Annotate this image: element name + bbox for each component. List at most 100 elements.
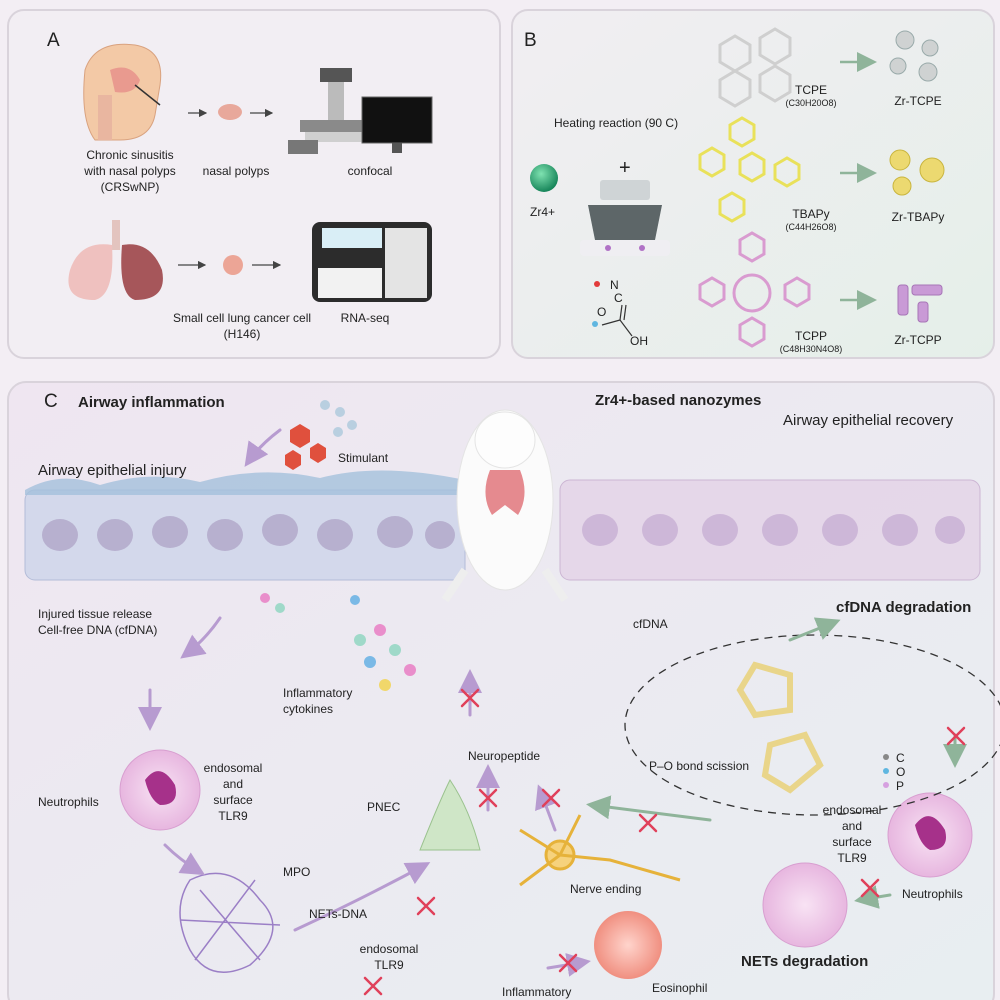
eosinophil-cell (594, 911, 662, 979)
tcpe-label: TCPE (794, 83, 828, 97)
tcpp-label: TCPP (794, 329, 828, 343)
arrow-nets-to-pnec (293, 862, 431, 932)
reactor-icon (580, 180, 670, 256)
arrow-back-to-nerve (586, 795, 712, 822)
legend-n-label: N (610, 278, 619, 292)
legend-p-dot (883, 782, 889, 788)
nets-degradation-title: NETs degradation (741, 953, 869, 970)
arrow-nerve-up (535, 784, 558, 832)
panel-c-letter: C (44, 391, 58, 412)
tcpp-formula: (C48H30N4O8) (779, 344, 843, 354)
neutrophils-right-label: Neutrophils (902, 887, 963, 901)
neutrophil-left-nucleus (145, 771, 176, 805)
nets-web (179, 872, 281, 973)
tcpp-structure (698, 231, 811, 348)
nasal-polyp-icon (218, 104, 242, 120)
cytokine-particles (260, 593, 416, 691)
zr-label: Zr4+ (530, 205, 556, 219)
nerve-ending-label: Nerve ending (570, 882, 642, 896)
legend-p-label-c: P (896, 779, 905, 793)
panel-b-frame (511, 9, 995, 359)
cfdna-degradation-zone (624, 634, 1000, 816)
inflammatory-bottom-label: Inflammatory (502, 985, 572, 999)
tlr9-right-4: TLR9 (837, 851, 867, 865)
sclc-cell-icon (223, 255, 243, 275)
confocal-label: confocal (347, 164, 393, 178)
arrow-to-nets-degradation (854, 885, 892, 909)
zr-tcpe-particles (889, 30, 939, 82)
pnec-cell (419, 779, 481, 851)
zr-tbapy-particles (889, 149, 945, 196)
mpo-label: MPO (283, 865, 311, 879)
zr-tcpp-particles (897, 284, 943, 323)
crswnp-line3: (CRSwNP) (100, 180, 160, 194)
tlr9-right-2: and (841, 819, 863, 833)
zr-tcpp-label: Zr-TCPP (894, 333, 942, 347)
nerve-ending (519, 814, 681, 887)
neutrophil-right-nucleus (915, 816, 946, 850)
nasal-polyps-label: nasal polyps (202, 164, 270, 178)
stimulant-particles (285, 400, 357, 470)
heating-label: Heating reaction (90 C) (554, 116, 679, 130)
endosomal-tlr9-2: TLR9 (374, 958, 404, 972)
tcpe-formula: (C30H20O8) (785, 98, 837, 108)
tlr9-right-1: endosomal (822, 803, 882, 817)
legend-c-label-c: C (896, 751, 905, 765)
tbapy-structure (698, 116, 801, 223)
tlr9-right-3: surface (832, 835, 872, 849)
pointer-line (134, 84, 161, 106)
arrow-stimulant (244, 428, 282, 467)
legend-o-label-b: O (597, 305, 607, 319)
panel-b-letter: B (524, 30, 537, 51)
zr-ion-ball (530, 164, 558, 192)
stimulant-label: Stimulant (338, 451, 389, 465)
tbapy-label: TBAPy (792, 207, 830, 221)
tlr9-left-1: endosomal (203, 761, 263, 775)
head-illustration (83, 43, 162, 141)
sclc-line2: (H146) (223, 327, 261, 341)
mouse-illustration (441, 409, 569, 603)
carboxyl-sketch (601, 304, 633, 337)
nets-dna-label: NETs-DNA (309, 907, 368, 921)
legend-o-dot-c (883, 768, 889, 774)
panel-a-frame (7, 9, 501, 359)
confocal-microscope-icon (288, 68, 433, 154)
airway-inflammation-title: Airway inflammation (78, 394, 225, 411)
tlr9-left-3: surface (213, 793, 253, 807)
zr-tbapy-label: Zr-TBAPy (891, 210, 945, 224)
cytokines-line1: Inflammatory (283, 686, 353, 700)
airway-recovery-label: Airway epithelial recovery (783, 412, 954, 429)
sequencer-icon (312, 222, 432, 302)
legend-c-dot (883, 754, 889, 760)
recovered-epithelium (559, 479, 981, 581)
neuropeptide-label: Neuropeptide (468, 749, 541, 763)
po-scission-rings (736, 661, 824, 794)
endosomal-tlr9-1: endosomal (359, 942, 419, 956)
crswnp-line1: Chronic sinusitis (86, 148, 174, 162)
po-scission-label: P–O bond scission (649, 759, 750, 773)
tbapy-formula: (C44H26O8) (785, 222, 837, 232)
legend-o-dot (592, 321, 598, 327)
neutrophil-nets (762, 862, 848, 948)
injured-line2: Cell-free DNA (cfDNA) (38, 623, 158, 637)
injured-line1: Injured tissue release (38, 607, 153, 621)
airway-injury-label: Airway epithelial injury (38, 462, 187, 479)
tlr9-left-4: TLR9 (218, 809, 248, 823)
crswnp-line2: with nasal polyps (84, 164, 176, 178)
cytokines-line2: cytokines (283, 702, 334, 716)
legend-oh-label: OH (630, 334, 648, 348)
zr-tcpe-label: Zr-TCPE (894, 94, 942, 108)
lungs-icon (68, 220, 163, 300)
arrow-to-cfdna-degradation (788, 617, 841, 642)
cfdna-degradation-title: cfDNA degradation (836, 599, 972, 616)
rnaseq-label: RNA-seq (340, 311, 390, 325)
tcpe-structure (718, 27, 792, 108)
panel-a-letter: A (47, 30, 60, 51)
eosinophil-label: Eosinophil (652, 981, 708, 995)
inhibition-marks (363, 688, 966, 996)
pnec-label: PNEC (367, 800, 401, 814)
sclc-line1: Small cell lung cancer cell (172, 311, 312, 325)
cfdna-label: cfDNA (633, 617, 668, 631)
